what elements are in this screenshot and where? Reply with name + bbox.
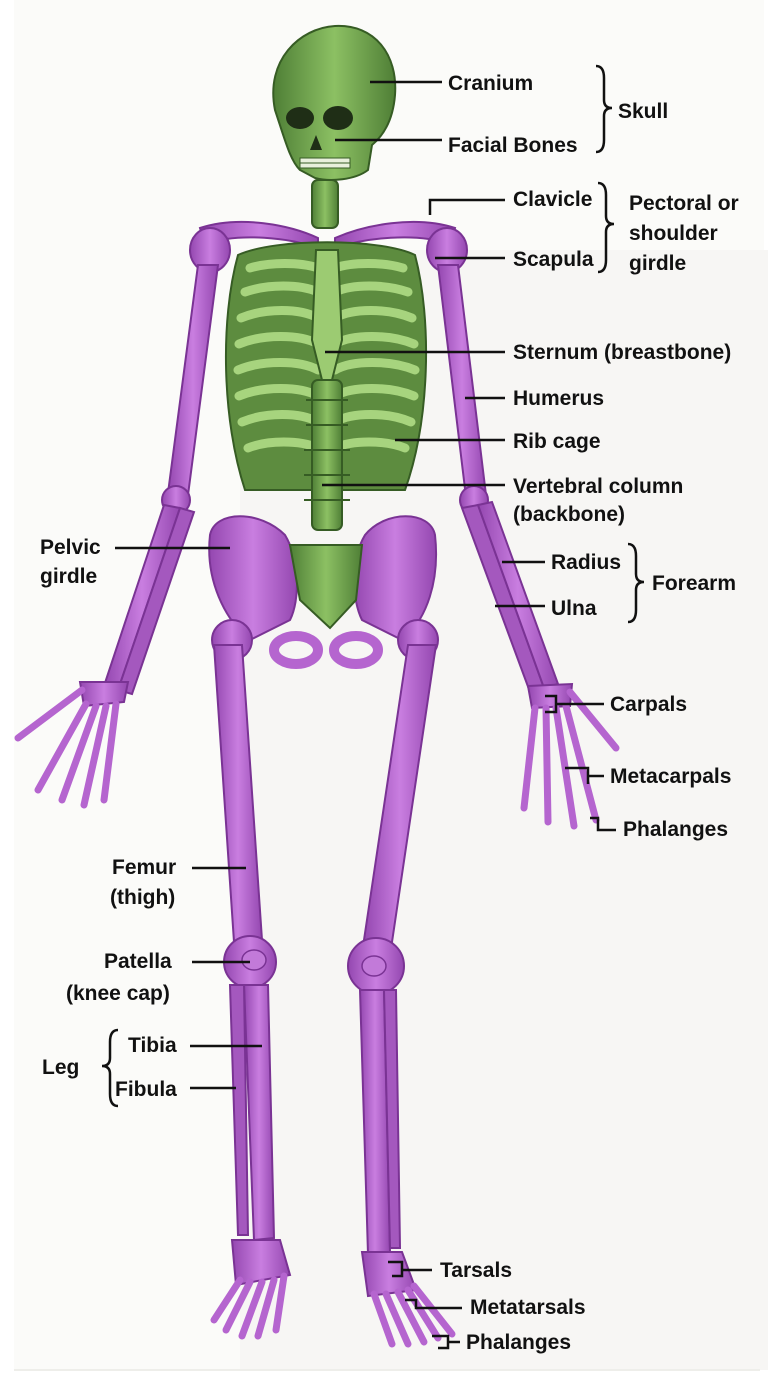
- label-tibia: Tibia: [128, 1034, 177, 1058]
- label-humerus: Humerus: [513, 387, 604, 411]
- label-pectoral-1: Pectoral or: [629, 192, 739, 216]
- label-tarsals: Tarsals: [440, 1259, 512, 1283]
- label-phalanges-hand: Phalanges: [623, 818, 728, 842]
- clavicle-leader: [430, 200, 505, 215]
- label-femur-2: (thigh): [110, 886, 175, 910]
- metatarsals-leader: [405, 1300, 462, 1308]
- label-sternum: Sternum (breastbone): [513, 341, 731, 365]
- metacarpals-leader: [565, 768, 604, 784]
- label-pectoral-2: shoulder: [629, 222, 718, 246]
- label-rib-cage: Rib cage: [513, 430, 601, 454]
- carpals-leader: [545, 696, 604, 712]
- pectoral-brace: [598, 183, 614, 272]
- label-cranium: Cranium: [448, 72, 533, 96]
- phalanges-foot-leader: [432, 1336, 460, 1348]
- label-patella-1: Patella: [104, 950, 172, 974]
- label-pelvic-2: girdle: [40, 565, 97, 589]
- label-vertebral-column-2: (backbone): [513, 503, 625, 527]
- label-femur-1: Femur: [112, 856, 176, 880]
- label-metacarpals: Metacarpals: [610, 765, 731, 789]
- forearm-brace: [628, 544, 644, 622]
- label-clavicle: Clavicle: [513, 188, 592, 212]
- label-metatarsals: Metatarsals: [470, 1296, 586, 1320]
- label-leg: Leg: [42, 1056, 79, 1080]
- label-pectoral-3: girdle: [629, 252, 686, 276]
- label-patella-2: (knee cap): [66, 982, 170, 1006]
- label-radius: Radius: [551, 551, 621, 575]
- tarsals-leader: [388, 1262, 432, 1276]
- label-scapula: Scapula: [513, 248, 594, 272]
- label-skull: Skull: [618, 100, 668, 124]
- label-pelvic-1: Pelvic: [40, 536, 101, 560]
- label-ulna: Ulna: [551, 597, 597, 621]
- label-carpals: Carpals: [610, 693, 687, 717]
- phalanges-hand-leader: [590, 818, 616, 830]
- label-fibula: Fibula: [115, 1078, 177, 1102]
- skull-brace: [596, 66, 612, 152]
- label-phalanges-foot: Phalanges: [466, 1331, 571, 1355]
- label-forearm: Forearm: [652, 572, 736, 596]
- label-facial-bones: Facial Bones: [448, 134, 578, 158]
- label-vertebral-column-1: Vertebral column: [513, 475, 683, 499]
